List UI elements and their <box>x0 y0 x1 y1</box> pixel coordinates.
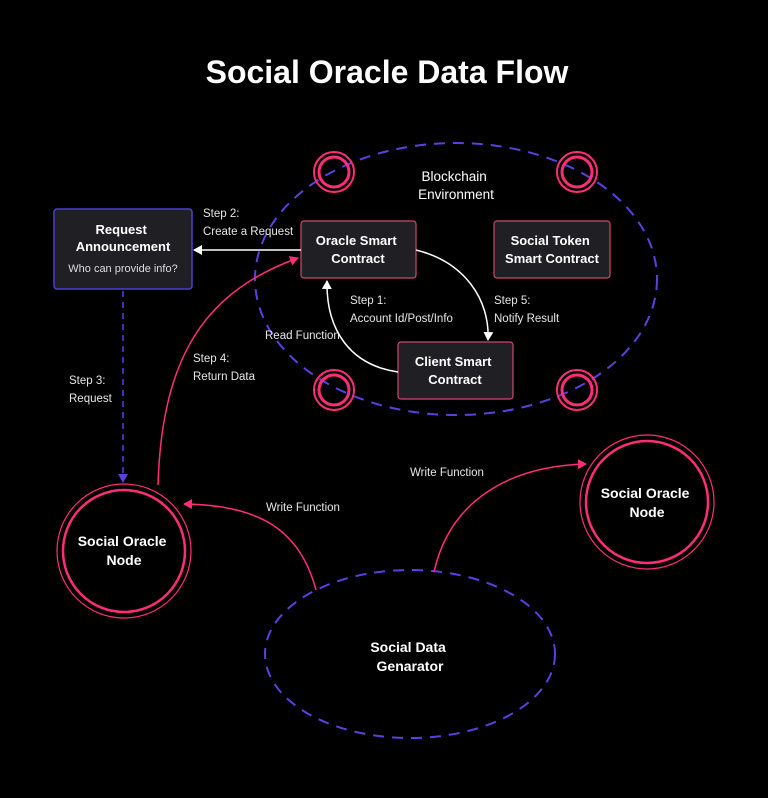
ring-icon <box>556 151 598 193</box>
social-token-contract-box: Social Token Smart Contract <box>493 220 611 279</box>
svg-text:Social Token Smart Contr: Social Token Smart Contract <box>505 233 600 266</box>
edge-write-left-label: Write Function <box>266 502 340 514</box>
blockchain-environment-boundary <box>254 142 658 416</box>
social-oracle-node-left: Social Oracle Node <box>56 483 192 619</box>
svg-text:Request Announcement: Request Announcement <box>76 222 171 254</box>
edge-step1-label: Step 1: Account Id/Post/Info <box>350 295 453 325</box>
blockchain-environment-label: Blockchain Environment <box>418 169 494 202</box>
svg-text:Social Data Genarator: Social Data Genarator <box>370 639 449 674</box>
social-data-generator: Social Data Genarator <box>264 569 556 739</box>
edge-write-right-label: Write Function <box>410 467 484 479</box>
ring-icon <box>313 369 355 411</box>
svg-text:Client Smart Contract: Client Smart Contract <box>415 354 495 387</box>
ring-icon <box>556 369 598 411</box>
edge-write-right-arrow <box>433 459 587 573</box>
ring-icon <box>313 151 355 193</box>
edge-step4-label: Step 4: Return Data <box>193 353 256 383</box>
svg-text:Social Oracle Node: Social Oracle Node <box>601 485 694 520</box>
client-smart-contract-box: Client Smart Contract <box>397 341 514 400</box>
request-announcement-box: Request Announcement Who can provide inf… <box>53 208 193 290</box>
edge-step5-label: Step 5: Notify Result <box>494 295 560 325</box>
svg-text:Who can provide info?: Who can provide info? <box>68 263 177 275</box>
edge-step5-arrow <box>415 249 494 341</box>
social-oracle-node-right: Social Oracle Node <box>579 434 715 570</box>
edge-write-left-arrow <box>183 499 317 591</box>
oracle-smart-contract-box: Oracle Smart Contract <box>300 220 417 279</box>
edge-step3-label: Step 3: Request <box>69 375 113 405</box>
page-title: Social Oracle Data Flow <box>206 54 569 90</box>
edge-step1-arrow <box>321 280 399 373</box>
svg-text:Social Oracle Node: Social Oracle Node <box>78 533 171 568</box>
edge-step2-label: Step 2: Create a Request <box>203 208 294 238</box>
svg-text:Oracle Smart Contract: Oracle Smart Contract <box>316 233 401 266</box>
edge-step4-arrow <box>157 256 299 486</box>
edge-read-function-label: Read Function <box>265 330 340 342</box>
